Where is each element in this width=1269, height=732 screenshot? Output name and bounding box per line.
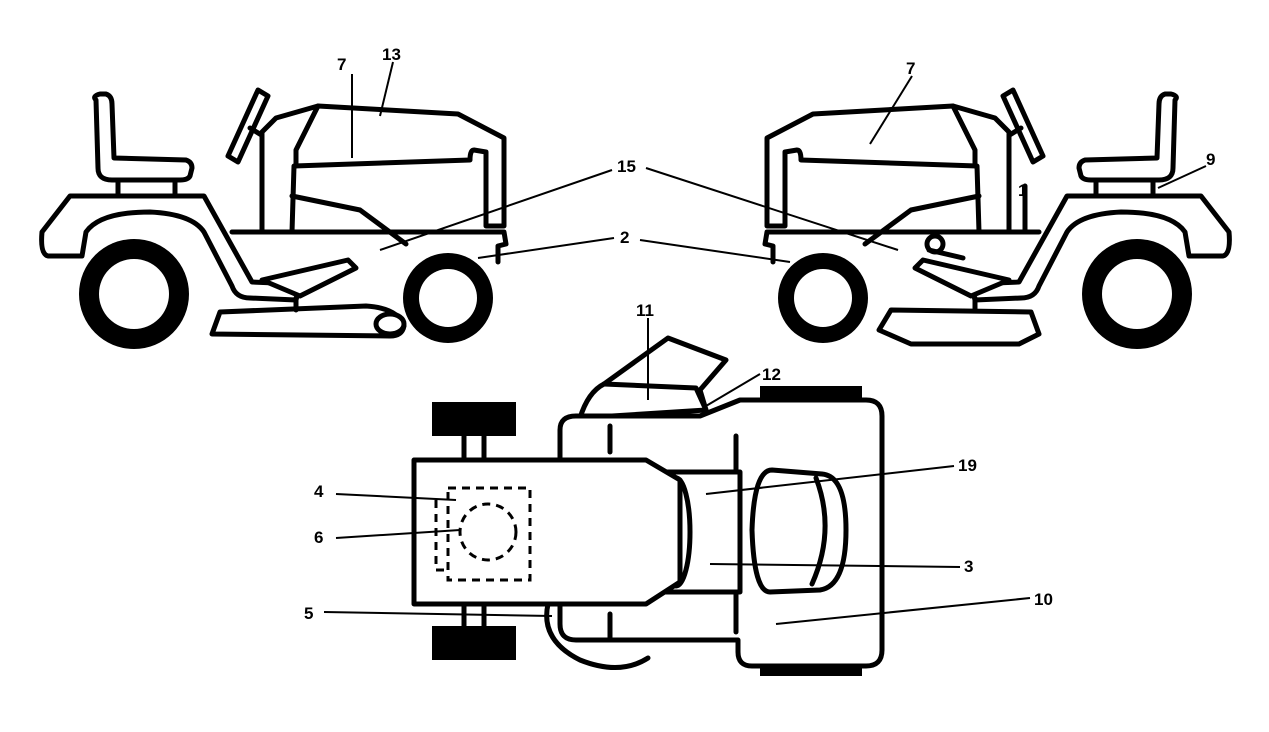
callout-7-left: 7 [337,55,346,74]
seat [92,91,195,183]
callout-7-right: 7 [906,59,915,78]
hood-top [411,457,683,607]
tractor-top-view [411,335,885,676]
callout-12: 12 [762,365,781,384]
front-wheel-right [432,626,516,660]
callout-labels: 7 13 15 2 7 1 9 11 12 19 3 10 4 6 5 [304,45,1215,623]
tractor-left-side-view [39,87,509,349]
hood [259,103,507,235]
leader-lines [323,61,1207,625]
callout-19: 19 [958,456,977,475]
rear-fender [39,193,303,303]
tractor-right-side-view [762,87,1232,349]
callout-2: 2 [620,228,629,247]
callout-13: 13 [382,45,401,64]
callout-15: 15 [617,157,636,176]
callout-5: 5 [304,604,313,623]
seat-top [749,467,849,595]
callout-11: 11 [636,301,654,320]
callout-6: 6 [314,528,323,547]
callout-9: 9 [1206,150,1215,169]
callout-4: 4 [314,482,324,501]
front-wheel-left [432,402,516,436]
callout-10: 10 [1034,590,1053,609]
callout-3: 3 [964,557,973,576]
callout-1: 1 [1018,181,1027,200]
discharge-chute [577,335,729,421]
